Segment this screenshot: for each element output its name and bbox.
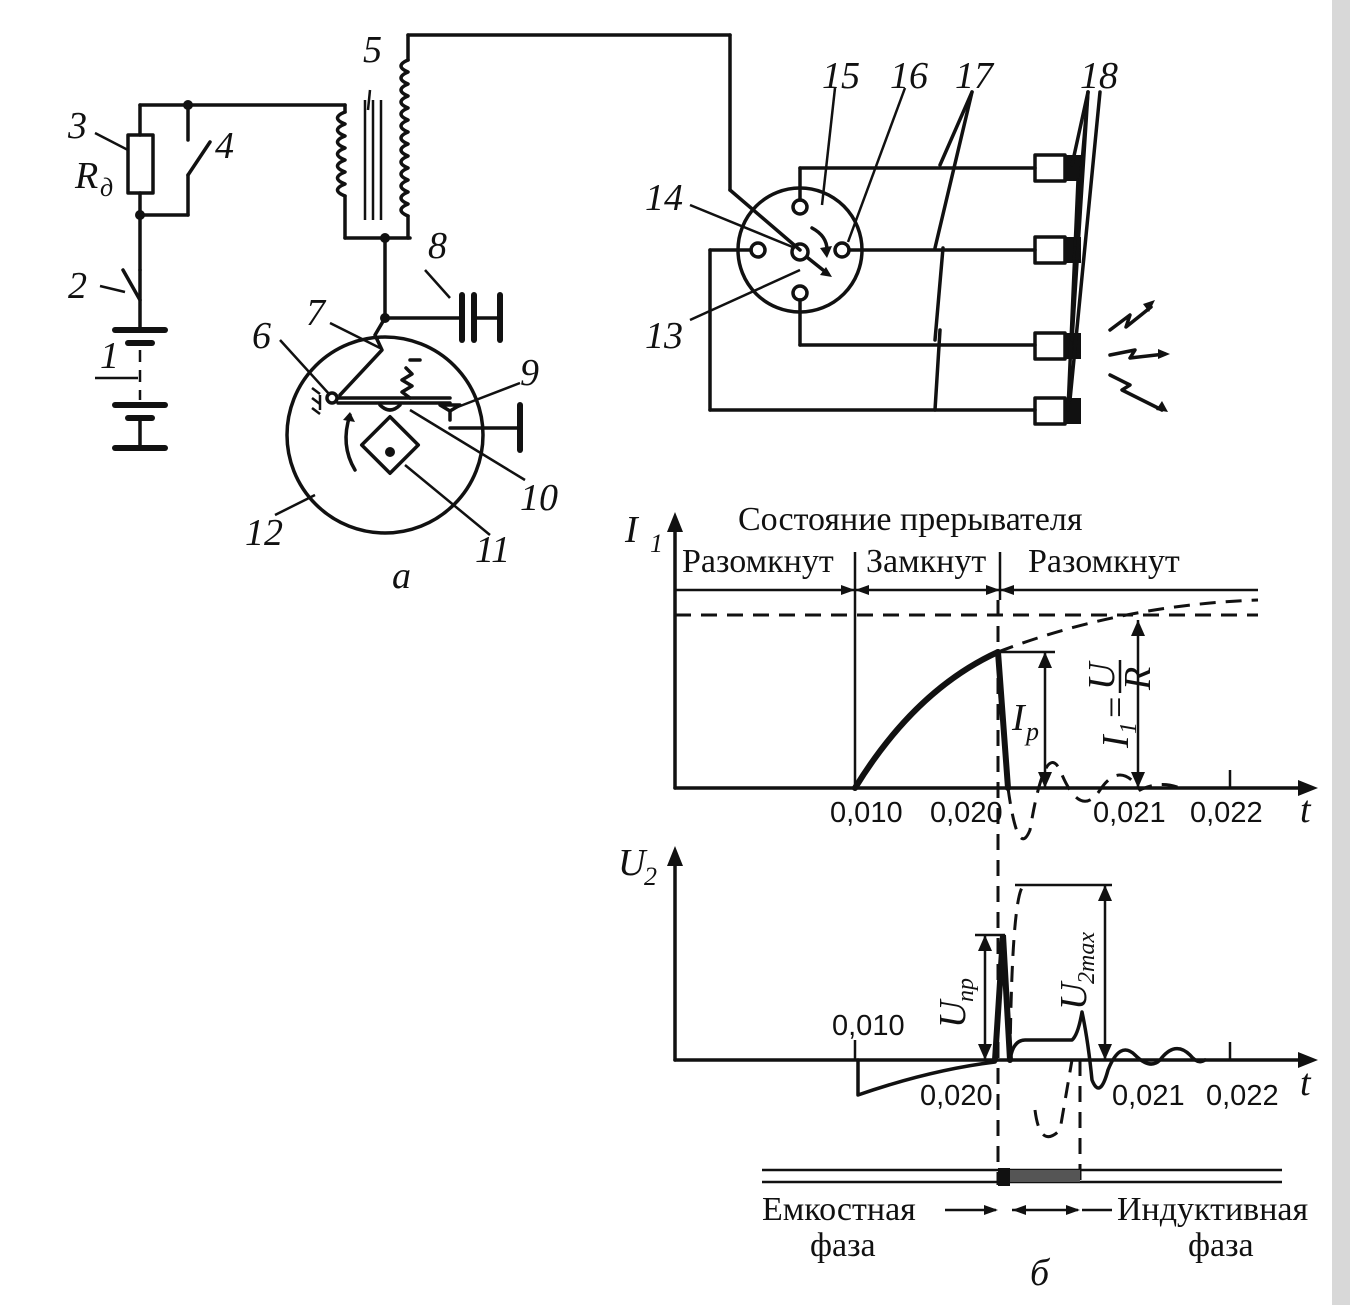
formula-lhs: I	[1095, 733, 1137, 749]
i1-tick-0020: 0,020	[930, 797, 1003, 829]
number-5: 5	[363, 29, 382, 71]
ballast-resistor	[126, 100, 347, 220]
i1-tick-0021: 0,021	[1093, 797, 1166, 829]
number-12: 12	[245, 512, 283, 554]
i1-axis-label: I	[624, 509, 640, 551]
leader-lines	[94, 87, 907, 536]
resistor-symbol: R	[74, 155, 98, 197]
number-7: 7	[306, 292, 327, 334]
number-17: 17	[955, 55, 995, 97]
u2-tick-0020: 0,020	[920, 1080, 993, 1112]
panel-b-label: б	[1030, 1252, 1051, 1294]
timing-graphs: Состояние прерывателя Разомкнут Замкнут …	[618, 501, 1318, 1294]
resistor-subscript: д	[100, 173, 113, 202]
i1-curve: I р I 1 = U R	[852, 598, 1259, 841]
u2-tick-0010: 0,010	[832, 1010, 905, 1042]
formula-den: R	[1117, 667, 1159, 691]
ignition-coil	[335, 33, 802, 320]
number-13: 13	[645, 315, 683, 357]
number-9: 9	[520, 352, 539, 394]
capacitor	[380, 292, 503, 343]
part-numbers: 1 2 3 R д 4 5 6 7 8 9 10 11 12 13 14 15 …	[67, 29, 1118, 597]
state-title: Состояние прерывателя	[738, 501, 1083, 538]
spark-plugs	[933, 90, 1102, 426]
u2-tick-0021: 0,021	[1112, 1080, 1185, 1112]
phase-ind-2: фаза	[1188, 1227, 1254, 1264]
u2-axis-sub: 2	[644, 862, 657, 891]
ignition-switch	[121, 213, 142, 302]
i1-tick-0010: 0,010	[830, 797, 903, 829]
u2-axis-label: U	[618, 842, 648, 884]
circuit-diagram: 1 2 3 R д 4 5 6 7 8 9 10 11 12 13 14 15 …	[67, 29, 1170, 597]
number-14: 14	[645, 177, 683, 219]
i1-ticks: 0,010 0,020 0,021 0,022	[830, 797, 1263, 829]
upr-sub: пр	[953, 978, 979, 1002]
number-4: 4	[215, 125, 234, 167]
page-edge	[1332, 0, 1350, 1305]
number-10: 10	[520, 477, 558, 519]
state-open-2: Разомкнут	[1028, 543, 1180, 580]
number-15: 15	[822, 55, 860, 97]
phase-cap-1: Емкостная	[762, 1191, 916, 1228]
formula-lhs-sub: 1	[1116, 722, 1142, 734]
phase-ind-1: Индуктивная	[1117, 1191, 1309, 1228]
number-11: 11	[475, 529, 510, 571]
i1-axis-sub: 1	[650, 529, 663, 558]
i1-axes: I 1 t	[624, 509, 1318, 831]
u2-ticks: 0,010 0,020 0,021 0,022	[832, 1010, 1279, 1112]
u2-curve: U пр U 2max	[856, 883, 1207, 1139]
state-closed: Замкнут	[866, 543, 986, 580]
state-open-1: Разомкнут	[682, 543, 834, 580]
number-8: 8	[428, 225, 447, 267]
number-6: 6	[252, 315, 271, 357]
u2max-label: U	[1053, 980, 1095, 1010]
svg-text:=: =	[1095, 697, 1137, 718]
phase-cap-2: фаза	[810, 1227, 876, 1264]
spark-symbols	[1108, 300, 1170, 412]
number-18: 18	[1080, 55, 1118, 97]
phase-band: Емкостная фаза Индуктивная фаза б	[762, 1168, 1309, 1294]
i1-tick-0022: 0,022	[1190, 797, 1263, 829]
upr-label: U	[932, 998, 974, 1028]
panel-a-label: а	[392, 555, 411, 597]
u2-t-label: t	[1300, 1062, 1312, 1104]
bypass-switch	[138, 103, 212, 217]
i1-t-label: t	[1300, 789, 1312, 831]
number-1: 1	[100, 335, 119, 377]
ip-sub: р	[1024, 717, 1039, 746]
u2max-sub: 2max	[1074, 932, 1100, 984]
ht-leads	[708, 166, 1037, 412]
number-16: 16	[890, 55, 928, 97]
ip-label: I	[1011, 697, 1027, 739]
u2-tick-0022: 0,022	[1206, 1080, 1279, 1112]
formula-num: U	[1081, 660, 1123, 690]
breaker-distributor	[285, 316, 523, 535]
number-2: 2	[68, 265, 87, 307]
battery	[112, 268, 168, 451]
number-3: 3	[67, 105, 87, 147]
